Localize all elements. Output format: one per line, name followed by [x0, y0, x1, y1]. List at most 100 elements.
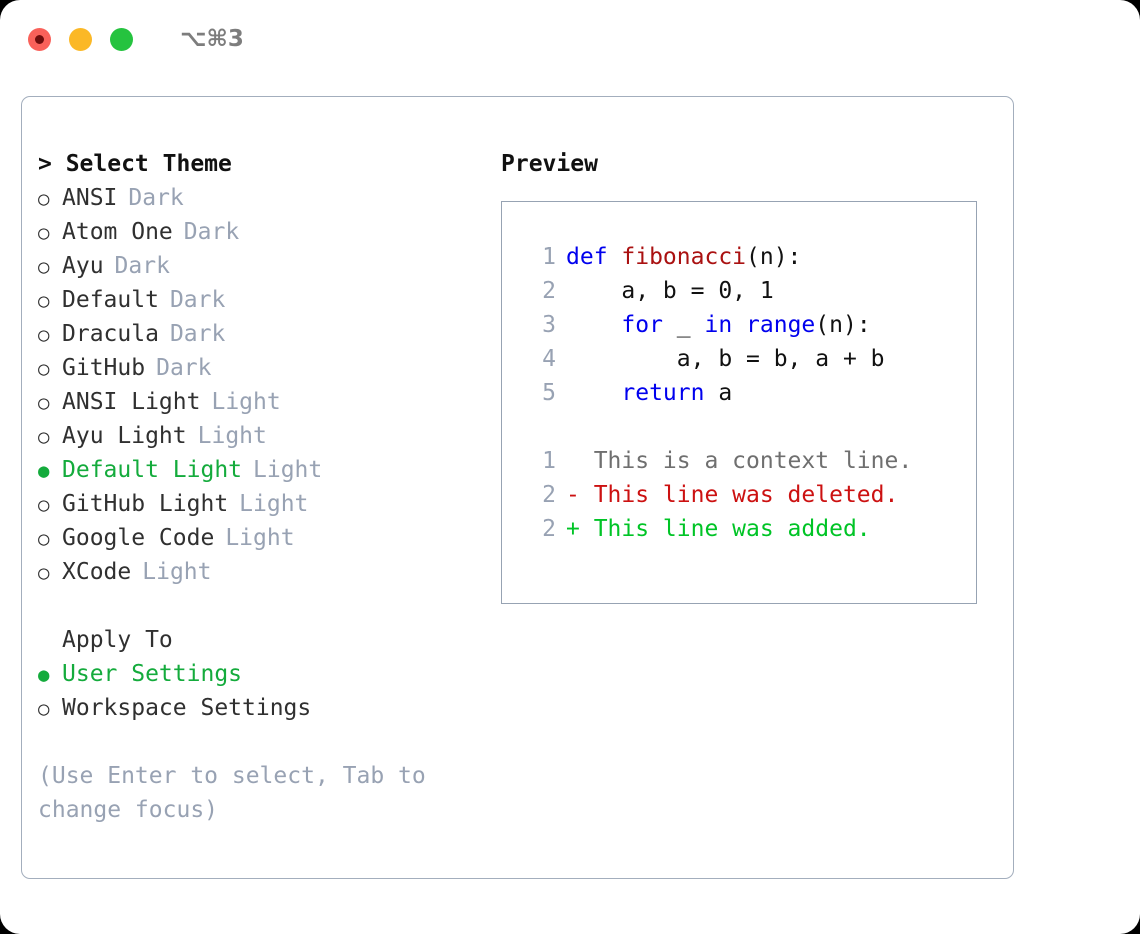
theme-list-item[interactable]: ○ GitHub Dark — [38, 351, 484, 385]
code-line-content: a, b = 0, 1 — [566, 274, 774, 308]
code-line-content: for _ in range(n): — [566, 308, 871, 342]
code-token-plain: (n): — [746, 244, 802, 270]
code-line-number: 2 — [542, 278, 556, 304]
radio-unselected-icon: ○ — [38, 426, 50, 448]
apply-to-item[interactable]: ○Workspace Settings — [38, 691, 484, 725]
diff-line: 2 - This line was deleted. — [520, 478, 976, 512]
apply-to-item[interactable]: ● User Settings — [38, 657, 484, 691]
theme-mode-tag: Dark — [128, 185, 184, 211]
code-line-number: 5 — [542, 380, 556, 406]
theme-mode-tag: Light — [142, 559, 212, 585]
code-line: 5 return a — [520, 376, 976, 410]
radio-selected-icon: ● — [38, 460, 50, 482]
keyboard-hint-text: (Use Enter to select, Tab to change focu… — [38, 763, 440, 823]
theme-mode-tag: Light — [253, 457, 323, 483]
diff-line-add-text: + This line was added. — [566, 516, 871, 542]
theme-mode-tag: Dark — [156, 355, 212, 381]
radio-selected-icon: ● — [38, 664, 50, 686]
maximize-window-button[interactable] — [110, 27, 133, 51]
theme-name-label: Default Light — [62, 457, 243, 483]
theme-mode-tag: Light — [225, 525, 295, 551]
code-diff-spacer — [520, 410, 976, 444]
diff-line-number: 2 — [542, 482, 556, 508]
theme-name-label: Atom One — [62, 219, 173, 245]
code-token-kw: range — [746, 312, 816, 338]
code-line: 1 def fibonacci(n): — [520, 240, 976, 274]
code-token-plain — [566, 380, 621, 406]
code-line-number: 1 — [542, 244, 556, 270]
theme-name-label: GitHub Light — [62, 491, 229, 517]
radio-unselected-icon: ○ — [38, 358, 50, 380]
code-token-plain — [732, 312, 746, 338]
minimize-window-button[interactable] — [69, 27, 92, 51]
theme-name-label: Ayu Light — [62, 423, 187, 449]
code-line-content: def fibonacci(n): — [566, 240, 801, 274]
apply-to-heading: Apply To — [62, 627, 173, 653]
diff-line-number: 1 — [542, 448, 556, 474]
radio-unselected-icon: ○ — [38, 222, 50, 244]
theme-list-item[interactable]: ○ Default Dark — [38, 283, 484, 317]
theme-mode-tag: Light — [211, 389, 281, 415]
theme-name-label: Default — [62, 287, 159, 313]
code-line-number: 3 — [542, 312, 556, 338]
window-controls — [28, 27, 133, 51]
list-spacer — [38, 589, 484, 623]
theme-mode-tag: Dark — [114, 253, 170, 279]
theme-name-label: ANSI — [62, 185, 118, 211]
code-line: 2 a, b = 0, 1 — [520, 274, 976, 308]
radio-unselected-icon: ○ — [38, 256, 50, 278]
code-token-fn: fibonacci — [621, 244, 747, 270]
radio-unselected-icon: ○ — [38, 494, 50, 516]
theme-name-label: GitHub — [62, 355, 146, 381]
code-token-plain — [566, 312, 621, 338]
code-token-kw: for — [621, 312, 663, 338]
code-token-plain: a, b = 0, 1 — [566, 278, 774, 304]
code-token-kw: def — [566, 244, 622, 270]
keyboard-shortcut-label: ⌥⌘3 — [180, 26, 244, 52]
radio-unselected-icon: ○ — [38, 528, 50, 550]
diff-line-number: 2 — [542, 516, 556, 542]
theme-name-label: Google Code — [62, 525, 215, 551]
radio-unselected-icon: ○ — [38, 392, 50, 414]
diff-line-del-text: - This line was deleted. — [566, 482, 899, 508]
radio-unselected-icon: ○ — [38, 324, 50, 346]
code-token-plain: (n): — [815, 312, 871, 338]
theme-list-item[interactable]: ● Default Light Light — [38, 453, 484, 487]
theme-list-item[interactable]: ○ GitHub Light Light — [38, 487, 484, 521]
code-line: 3 for _ in range(n): — [520, 308, 976, 342]
diff-line: 1 This is a context line. — [520, 444, 976, 478]
theme-list-item[interactable]: ○ Google Code Light — [38, 521, 484, 555]
theme-mode-tag: Dark — [169, 287, 226, 313]
diff-sample: 1 This is a context line. 2 - This line wa… — [520, 444, 976, 546]
theme-mode-tag: Light — [197, 423, 267, 449]
radio-unselected-icon: ○ — [38, 290, 50, 312]
code-line-content: return a — [566, 376, 732, 410]
theme-name-label: XCode — [62, 559, 132, 585]
theme-mode-tag: Dark — [183, 219, 240, 245]
code-line: 4 a, b = b, a + b — [520, 342, 976, 376]
radio-unselected-icon: ○ — [38, 698, 50, 720]
code-token-kw: in — [704, 312, 733, 338]
theme-list-item[interactable]: ○ Ayu Light Light — [38, 419, 484, 453]
theme-name-label: Dracula — [62, 321, 159, 347]
code-line-content: a, b = b, a + b — [566, 342, 885, 376]
close-window-button[interactable] — [28, 27, 51, 51]
theme-mode-tag: Light — [239, 491, 309, 517]
apply-to-label: User Settings — [62, 661, 243, 687]
apply-to-list[interactable]: ● User Settings ○Workspace Settings — [38, 657, 484, 725]
preview-heading: Preview — [501, 151, 598, 177]
diff-line: 2 + This line was added. — [520, 512, 976, 546]
select-theme-heading: > Select Theme — [38, 151, 232, 177]
diff-line-context-text: This is a context line. — [566, 448, 913, 474]
theme-list-item[interactable]: ○ Atom One Dark — [38, 215, 484, 249]
